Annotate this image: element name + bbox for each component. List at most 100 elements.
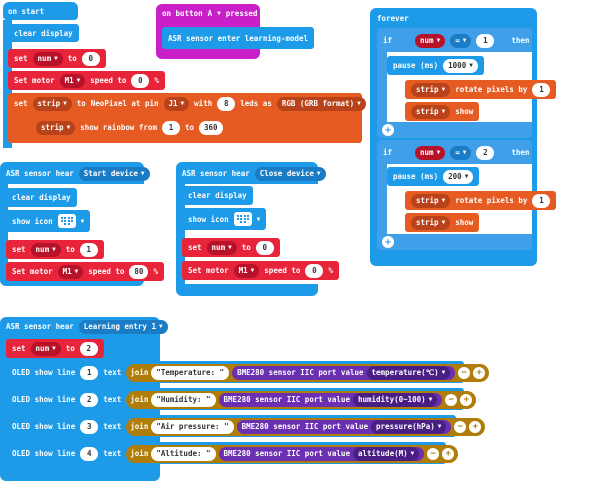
motor-dropdown[interactable]: M1▼ bbox=[233, 263, 260, 278]
set-num-block[interactable]: set num▼ to 2 bbox=[6, 339, 104, 358]
add-else-button-2[interactable]: + bbox=[382, 236, 394, 248]
on-start-block[interactable]: on start bbox=[3, 2, 78, 20]
measure-dropdown[interactable]: altitude(M)▼ bbox=[352, 446, 420, 461]
format-dropdown[interactable]: RGB (GRB format)▼ bbox=[276, 96, 366, 111]
strip-show-block-1[interactable]: strip▼ show bbox=[405, 102, 480, 121]
add-else-button-1[interactable]: + bbox=[382, 124, 394, 136]
show-icon-block[interactable]: show icon ▼ bbox=[6, 210, 91, 232]
string-input[interactable]: "Altitude: " bbox=[151, 446, 216, 461]
line-input[interactable]: 3 bbox=[80, 419, 99, 434]
operator-dropdown[interactable]: =▼ bbox=[450, 145, 472, 160]
rotate-input[interactable]: 1 bbox=[532, 193, 551, 208]
text-label: text bbox=[103, 422, 122, 431]
pause-block-1[interactable]: pause (ms) 1000▼ bbox=[387, 56, 484, 75]
strip-var-dropdown[interactable]: strip▼ bbox=[411, 82, 451, 97]
speed-input[interactable]: 0 bbox=[131, 73, 150, 88]
motor-label: Set motor bbox=[14, 76, 55, 85]
minus-icon[interactable]: − bbox=[427, 447, 440, 460]
operator-dropdown[interactable]: =▼ bbox=[450, 33, 472, 48]
motor-dropdown[interactable]: M1▼ bbox=[57, 264, 84, 279]
show-rainbow-block[interactable]: strip▼ show rainbow from 1 to 360 bbox=[30, 118, 229, 137]
join-block[interactable]: join "Altitude: " BME280 sensor IIC port… bbox=[126, 444, 459, 463]
set-motor-block[interactable]: Set motor M1▼ speed to 0 % bbox=[8, 71, 165, 90]
var-dropdown[interactable]: num▼ bbox=[415, 33, 446, 48]
phrase-dropdown[interactable]: Close device▼ bbox=[254, 166, 326, 181]
strip-var-dropdown[interactable]: strip▼ bbox=[32, 96, 72, 111]
clear-display-block[interactable]: clear display bbox=[6, 188, 77, 207]
rotate-block-2[interactable]: strip▼ rotate pixels by 1 bbox=[405, 191, 557, 210]
heart-grid-icon[interactable] bbox=[233, 212, 252, 226]
line-input[interactable]: 2 bbox=[80, 392, 99, 407]
minus-icon[interactable]: − bbox=[454, 420, 467, 433]
compare-input[interactable]: 1 bbox=[476, 33, 495, 48]
if-row-2: if num▼ =▼ 2 then bbox=[377, 143, 535, 162]
plus-icon[interactable]: + bbox=[469, 420, 482, 433]
asr-learning-block[interactable]: ASR sensor enter learning-model bbox=[162, 27, 314, 49]
join-block[interactable]: join "Air pressure: " BME280 sensor IIC … bbox=[126, 417, 486, 436]
join-block[interactable]: join "Temperature: " BME280 sensor IIC p… bbox=[126, 363, 490, 382]
strip-var-dropdown[interactable]: strip▼ bbox=[36, 120, 76, 135]
asr-hear-label: ASR sensor hear bbox=[6, 322, 74, 331]
strip-var-dropdown[interactable]: strip▼ bbox=[411, 193, 451, 208]
string-input[interactable]: "Humidity: " bbox=[151, 392, 216, 407]
plus-icon[interactable]: + bbox=[460, 393, 473, 406]
value-input[interactable]: 2 bbox=[79, 341, 98, 356]
string-input[interactable]: "Temperature: " bbox=[151, 365, 230, 380]
strip-var-dropdown[interactable]: strip▼ bbox=[411, 215, 451, 230]
var-dropdown[interactable]: num▼ bbox=[415, 145, 446, 160]
compare-input[interactable]: 2 bbox=[476, 145, 495, 160]
phrase-dropdown[interactable]: Learning entry 1▼ bbox=[78, 319, 168, 334]
pause-dropdown[interactable]: 200▼ bbox=[443, 169, 474, 184]
pause-block-2[interactable]: pause (ms) 200▼ bbox=[387, 167, 480, 186]
then-label: then bbox=[511, 148, 530, 157]
value-input[interactable]: 1 bbox=[79, 242, 98, 257]
plus-icon[interactable]: + bbox=[473, 366, 486, 379]
leds-input[interactable]: 8 bbox=[217, 96, 236, 111]
pin-dropdown[interactable]: J1▼ bbox=[163, 96, 190, 111]
value-input[interactable]: 0 bbox=[81, 51, 100, 66]
set-num-block[interactable]: set num▼ to 0 bbox=[182, 238, 280, 257]
string-input[interactable]: "Air pressure: " bbox=[151, 419, 234, 434]
minus-icon[interactable]: − bbox=[458, 366, 471, 379]
rotate-input[interactable]: 1 bbox=[532, 82, 551, 97]
plus-icon[interactable]: + bbox=[442, 447, 455, 460]
phrase-dropdown[interactable]: Start device▼ bbox=[78, 166, 150, 181]
clear-display-block[interactable]: clear display bbox=[182, 186, 253, 205]
heart-grid-icon[interactable] bbox=[57, 214, 76, 228]
show-icon-block[interactable]: show icon ▼ bbox=[182, 208, 267, 230]
pause-dropdown[interactable]: 1000▼ bbox=[443, 58, 478, 73]
motor-dropdown[interactable]: M1▼ bbox=[59, 73, 86, 88]
var-dropdown[interactable]: num▼ bbox=[32, 51, 63, 66]
set-motor-block[interactable]: Set motor M1▼ speed to 80 % bbox=[6, 262, 164, 281]
set-num-block[interactable]: set num▼ to 1 bbox=[6, 240, 104, 259]
from-input[interactable]: 1 bbox=[161, 120, 180, 135]
measure-dropdown[interactable]: temperature(℃)▼ bbox=[366, 365, 451, 380]
measure-dropdown[interactable]: pressure(hPa)▼ bbox=[371, 419, 447, 434]
strip-show-block-2[interactable]: strip▼ show bbox=[405, 213, 480, 232]
line-input[interactable]: 1 bbox=[80, 365, 99, 380]
var-dropdown[interactable]: num▼ bbox=[30, 242, 61, 257]
measure-dropdown[interactable]: humidity(0~100)▼ bbox=[352, 392, 438, 407]
minus-icon[interactable]: − bbox=[445, 393, 458, 406]
var-dropdown[interactable]: num▼ bbox=[206, 240, 237, 255]
var-dropdown[interactable]: num▼ bbox=[30, 341, 61, 356]
oled-label: OLED show line bbox=[12, 449, 76, 458]
chevron-down-icon: ▼ bbox=[441, 369, 446, 376]
speed-input[interactable]: 0 bbox=[305, 263, 324, 278]
speed-input[interactable]: 80 bbox=[129, 264, 149, 279]
clear-display-block[interactable]: clear display bbox=[8, 24, 79, 42]
set-num-block[interactable]: set num▼ to 0 bbox=[8, 49, 106, 68]
join-block[interactable]: join "Humidity: " BME280 sensor IIC port… bbox=[126, 390, 477, 409]
value-input[interactable]: 0 bbox=[255, 240, 274, 255]
set-motor-block[interactable]: Set motor M1▼ speed to 0 % bbox=[182, 261, 339, 280]
to-input[interactable]: 360 bbox=[199, 120, 223, 135]
rotate-block-1[interactable]: strip▼ rotate pixels by 1 bbox=[405, 80, 557, 99]
strip-var-dropdown[interactable]: strip▼ bbox=[411, 104, 451, 119]
button-dropdown[interactable]: A bbox=[207, 9, 213, 18]
asr-hear-label: ASR sensor hear bbox=[6, 169, 74, 178]
line-input[interactable]: 4 bbox=[80, 446, 99, 461]
